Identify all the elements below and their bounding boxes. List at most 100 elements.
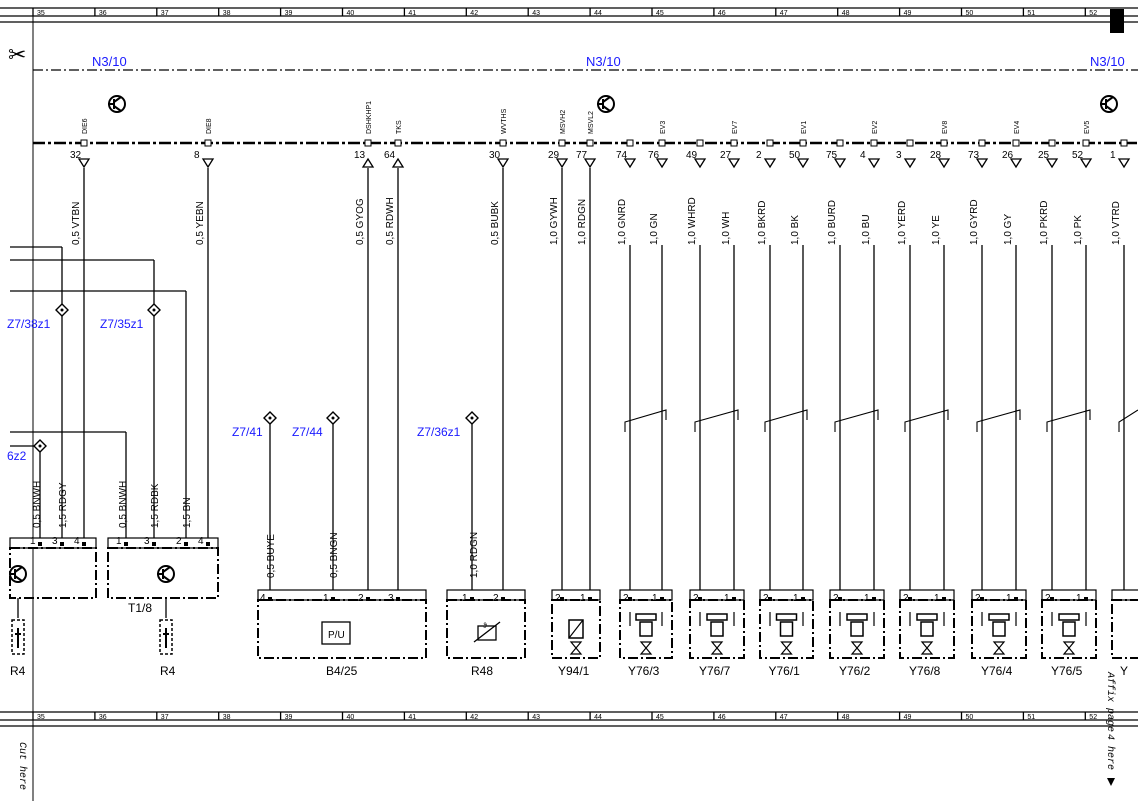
twisted-pair-mark [624, 409, 667, 432]
twisted-pair-mark [976, 409, 1021, 432]
bottom-ruler-number: 42 [470, 714, 478, 721]
pin-number: 1 [30, 536, 36, 547]
signal-arrow-down-icon [1045, 158, 1059, 169]
pin-number: 2 [623, 593, 629, 604]
wire-label: 0,5 BNWH [32, 481, 43, 528]
solenoid-valve-icon [839, 612, 875, 655]
signal-name: MSVL2 [588, 111, 595, 134]
component-box-valve [1111, 599, 1138, 659]
component-label: R4 [160, 664, 176, 678]
signal-name: DSHKHP1 [366, 101, 373, 134]
top-ruler-number: 47 [780, 10, 788, 17]
component-box-r48 [446, 599, 526, 659]
pin-number: 13 [354, 150, 366, 161]
signal-arrow-down-icon [867, 158, 881, 169]
top-ruler-number: 40 [347, 10, 355, 17]
affix-page-label: Affix page [1104, 671, 1116, 732]
pin-number: 4 [74, 536, 80, 547]
pin-number: 1 [652, 593, 658, 604]
pin-terminal [80, 139, 88, 147]
pin-number: 3 [896, 150, 902, 161]
bottom-ruler-number: 40 [347, 714, 355, 721]
sensor-symbol: ϑ [483, 623, 487, 630]
component-label: Y76/4 [981, 664, 1013, 678]
transistor-icon [108, 95, 126, 113]
pin-number: 74 [616, 150, 628, 161]
top-ruler-number: 51 [1027, 10, 1035, 17]
bottom-ruler-number: 39 [285, 714, 293, 721]
wire-label: 1,5 BN [182, 497, 193, 528]
wire-label: 1,0 BKRD [757, 201, 768, 245]
pin-terminal [1012, 139, 1020, 147]
pin-number: 2 [975, 593, 981, 604]
top-ruler-number: 41 [408, 10, 416, 17]
component-box-t18 [107, 547, 219, 599]
wire-label: 1,0 GY [1003, 214, 1014, 245]
signal-name: DIE6 [82, 118, 89, 134]
bottom-ruler-number: 43 [532, 714, 540, 721]
wire-label: 1,0 PKRD [1039, 201, 1050, 245]
top-ruler-number: 45 [656, 10, 664, 17]
pin-number: 28 [930, 150, 942, 161]
pin-terminal [870, 139, 878, 147]
top-ruler-number: 42 [470, 10, 478, 17]
bottom-ruler-number: 47 [780, 714, 788, 721]
solenoid-valve-icon [981, 612, 1017, 655]
pin-terminal [906, 139, 914, 147]
wire-label: 1,0 PK [1073, 215, 1084, 245]
top-ruler-number: 37 [161, 10, 169, 17]
scissors-icon: ✂ [8, 42, 26, 67]
pin-number: 1 [1076, 593, 1082, 604]
wire-label: 1,0 GNRD [617, 199, 628, 245]
pin-terminal [696, 139, 704, 147]
wire-label: 1,5 RDBK [150, 483, 161, 528]
bottom-ruler-number: 50 [966, 714, 974, 721]
pin-number: 29 [548, 150, 560, 161]
wire-label: 1,0 RDGN [577, 199, 588, 245]
wire-label: 0,5 RDWH [385, 197, 396, 245]
splice-label: Z7/41 [232, 425, 263, 439]
affix-here-label: 4 here [1104, 734, 1116, 770]
transistor-icon [1100, 95, 1118, 113]
pin-terminal [940, 139, 948, 147]
top-ruler-number: 50 [966, 10, 974, 17]
transistor-icon [597, 95, 615, 113]
pin-terminal [1120, 139, 1128, 147]
pin-number: 30 [489, 150, 501, 161]
top-ruler-number: 46 [718, 10, 726, 17]
wire-label: 1,0 BU [861, 214, 872, 245]
connector-strip [446, 589, 526, 601]
bottom-ruler-number: 41 [408, 714, 416, 721]
top-ruler-number: 44 [594, 10, 602, 17]
connector-strip [1111, 589, 1138, 601]
pin-terminal [204, 139, 212, 147]
module-label: N3/10 [1090, 54, 1125, 69]
pin-terminal [364, 139, 372, 147]
pin-number: 1 [1110, 150, 1116, 161]
signal-arrow-down-icon [903, 158, 917, 169]
corner-mark-icon [1110, 9, 1124, 33]
component-label: Y76/8 [909, 664, 941, 678]
component-label: Y76/5 [1051, 664, 1083, 678]
component-box-valve [829, 599, 885, 659]
bottom-ruler-number: 48 [842, 714, 850, 721]
top-ruler-number: 39 [285, 10, 293, 17]
wire-label: 1,0 WHRD [687, 197, 698, 245]
resistor-icon [159, 619, 173, 655]
signal-name: MSVH2 [560, 110, 567, 134]
wire-label: 0,5 BUBK [490, 201, 501, 245]
signal-arrow-down-icon [727, 158, 741, 169]
pin-number: 2 [756, 150, 762, 161]
twisted-pair-mark [1118, 409, 1138, 432]
pin-number: 2 [555, 593, 561, 604]
pin-number: 4 [198, 536, 204, 547]
wire-label: 1,0 GYWH [549, 197, 560, 245]
pin-number: 3 [388, 593, 394, 604]
signal-name: EV3 [660, 121, 667, 134]
pin-number: 26 [1002, 150, 1014, 161]
sensor-symbol: P/U [328, 630, 345, 641]
signal-arrow-down-icon [975, 158, 989, 169]
pressure-sensor-icon [321, 621, 351, 645]
pin-number: 52 [1072, 150, 1084, 161]
cut-here-label: Cut here [16, 742, 28, 790]
